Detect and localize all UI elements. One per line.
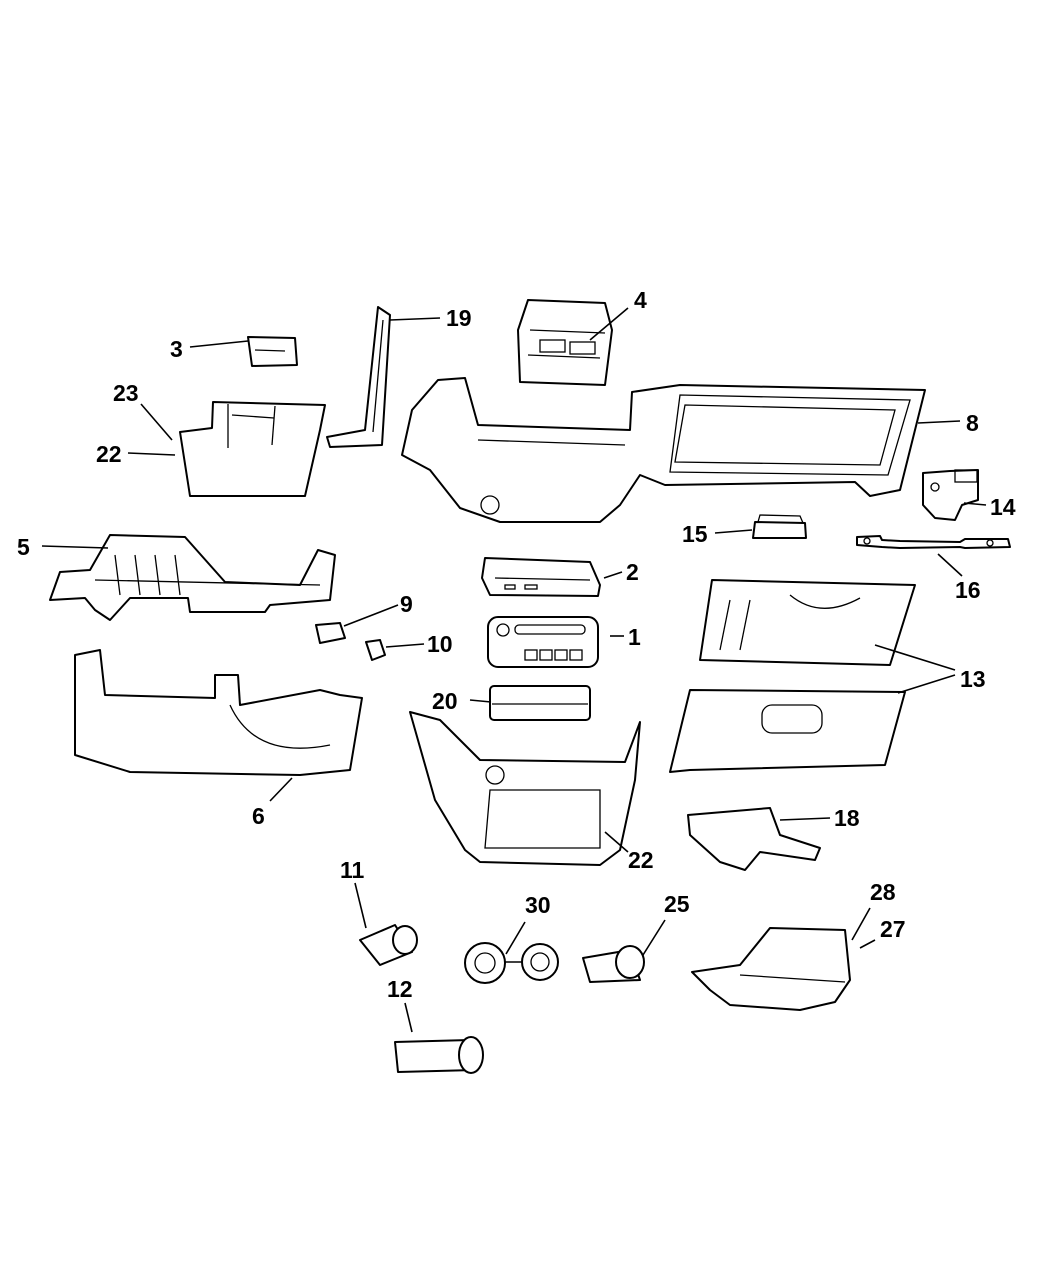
leader-4 — [589, 307, 629, 341]
part-13-door — [669, 689, 906, 773]
callout-labels: 1 2 3 4 5 6 8 9 10 11 12 13 14 15 16 18 … — [17, 287, 1016, 1002]
part-30-caps — [464, 942, 559, 984]
leader-6 — [269, 777, 293, 802]
callout-5: 5 — [17, 534, 30, 560]
callout-19: 19 — [446, 305, 472, 331]
callout-4: 4 — [634, 287, 647, 313]
leader-13a — [874, 644, 956, 671]
callout-8: 8 — [966, 410, 979, 436]
part-9-clip — [315, 622, 346, 644]
part-8-panel-frame — [401, 377, 926, 523]
part-13-storage-panel — [699, 579, 916, 666]
callout-9: 9 — [400, 591, 413, 617]
leader-23 — [140, 403, 173, 441]
callout-10: 10 — [427, 631, 453, 657]
leader-13b — [897, 674, 956, 694]
leader-3 — [189, 340, 249, 348]
leader-2 — [603, 571, 623, 579]
leader-22a — [127, 452, 176, 456]
leader-5 — [41, 545, 109, 549]
part-16-strap — [856, 535, 1011, 549]
callout-1: 1 — [628, 624, 641, 650]
leader-18 — [779, 817, 831, 821]
callout-23: 23 — [113, 380, 139, 406]
part-22-23-cover — [179, 401, 326, 497]
part-18-cup-holder — [687, 807, 821, 871]
leader-15 — [714, 529, 753, 534]
part-12-sleeve — [394, 1036, 484, 1074]
leader-9 — [343, 604, 399, 627]
leader-25 — [642, 919, 666, 956]
callout-20: 20 — [432, 688, 458, 714]
leader-8 — [917, 420, 961, 424]
callout-22-left: 22 — [96, 441, 122, 467]
callout-27: 27 — [880, 916, 906, 942]
part-6-lower-panel — [74, 649, 363, 776]
callout-18: 18 — [834, 805, 860, 831]
part-10-bulb — [365, 639, 386, 661]
leader-27 — [859, 939, 876, 949]
part-15-latch — [752, 514, 807, 539]
part-2-module — [481, 557, 601, 597]
part-20-pad — [489, 685, 591, 721]
part-22-center-bezel — [409, 711, 641, 866]
leader-10 — [385, 643, 425, 648]
part-11-socket — [359, 924, 418, 966]
leader-16 — [937, 553, 963, 577]
callout-11: 11 — [340, 857, 365, 883]
part-27-28-tray — [691, 927, 851, 1011]
callout-16: 16 — [955, 577, 981, 603]
leader-30 — [505, 921, 526, 955]
callout-13: 13 — [960, 666, 986, 692]
leader-14 — [963, 502, 987, 506]
part-4-bracket — [517, 299, 613, 386]
callout-3: 3 — [170, 336, 183, 362]
leader-12 — [404, 1002, 413, 1033]
part-3-bezel — [247, 336, 298, 367]
callout-15: 15 — [682, 521, 708, 547]
part-5-bracket — [49, 534, 336, 621]
callout-6: 6 — [252, 803, 265, 829]
part-19-bracket — [326, 306, 391, 448]
part-25-socket — [582, 945, 645, 983]
callout-22-center: 22 — [628, 847, 654, 873]
callout-14: 14 — [990, 494, 1016, 520]
callout-12: 12 — [387, 976, 413, 1002]
leader-28 — [851, 907, 871, 941]
callout-2: 2 — [626, 559, 639, 585]
leader-19 — [389, 317, 441, 321]
leader-lines — [41, 307, 987, 1033]
leader-11 — [354, 882, 367, 929]
callout-25: 25 — [664, 891, 690, 917]
part-1-radio — [487, 616, 599, 668]
leader-20 — [469, 699, 492, 703]
callout-30: 30 — [525, 892, 551, 918]
leader-22b — [604, 831, 629, 853]
callout-28: 28 — [870, 879, 896, 905]
part-14-switch — [922, 469, 979, 521]
